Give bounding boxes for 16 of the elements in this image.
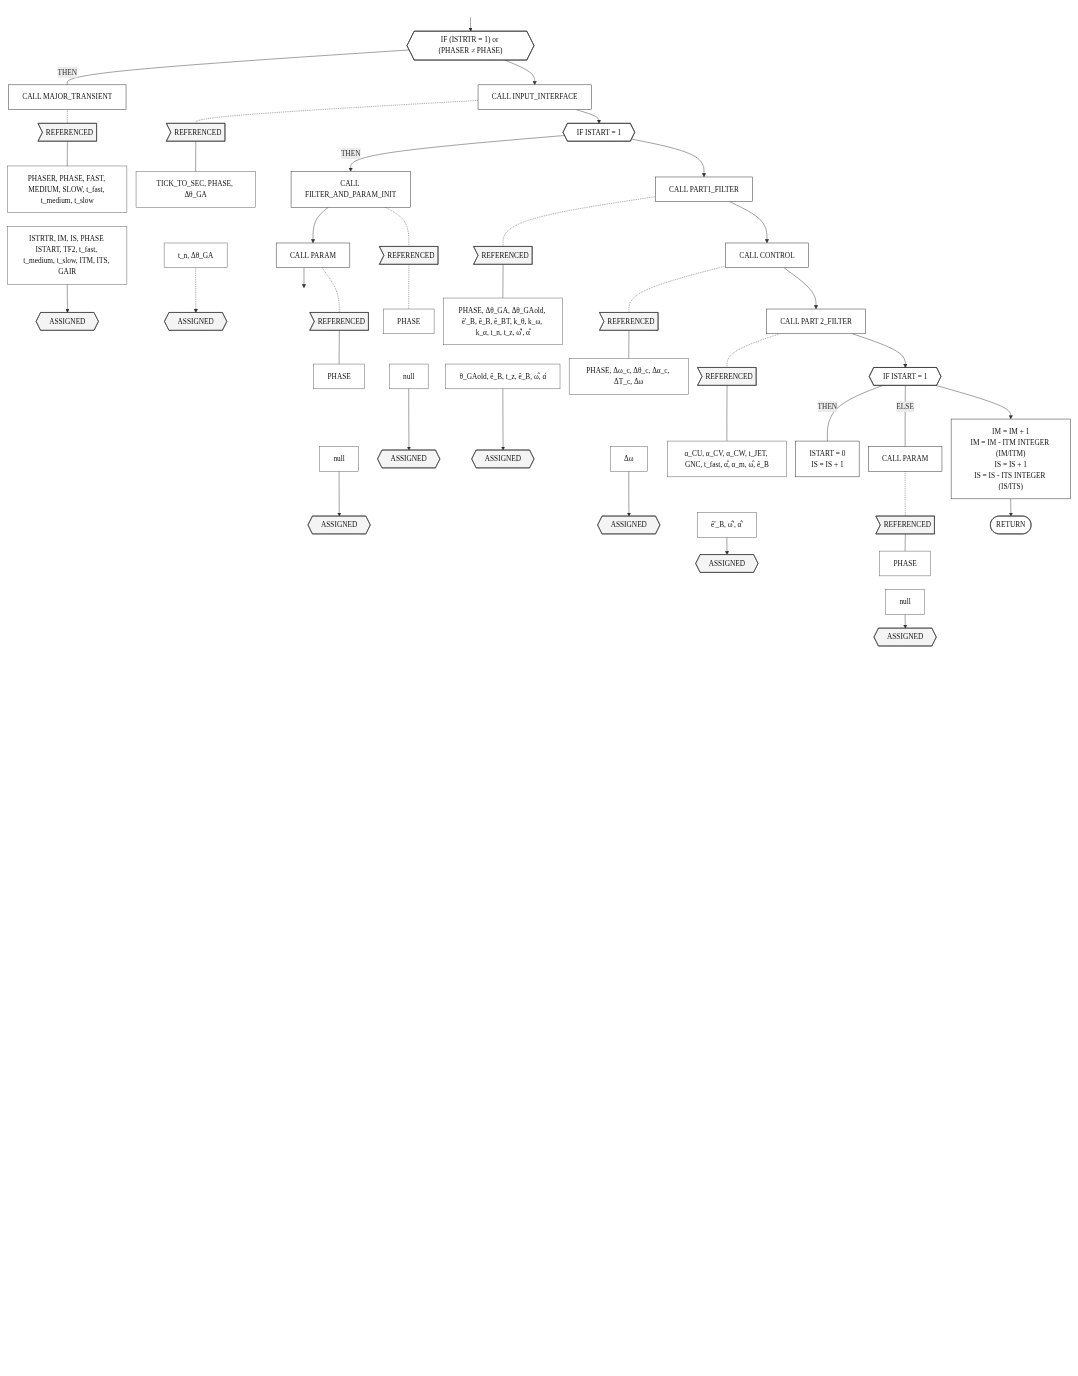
connector-line <box>195 100 479 124</box>
connector-line <box>408 264 410 310</box>
connector-line <box>338 330 340 365</box>
connector-line <box>502 196 656 247</box>
connector-line <box>628 265 726 313</box>
connector-line <box>904 533 906 552</box>
connector-line <box>726 385 728 442</box>
connector-line <box>195 141 197 172</box>
connector-line <box>321 267 340 313</box>
connector-line <box>67 109 68 124</box>
connector-line <box>827 385 883 442</box>
connector-line <box>628 330 630 359</box>
connector-line <box>67 141 68 167</box>
connector-line <box>502 264 504 299</box>
connector-line <box>904 385 906 447</box>
connector-line <box>67 49 410 86</box>
